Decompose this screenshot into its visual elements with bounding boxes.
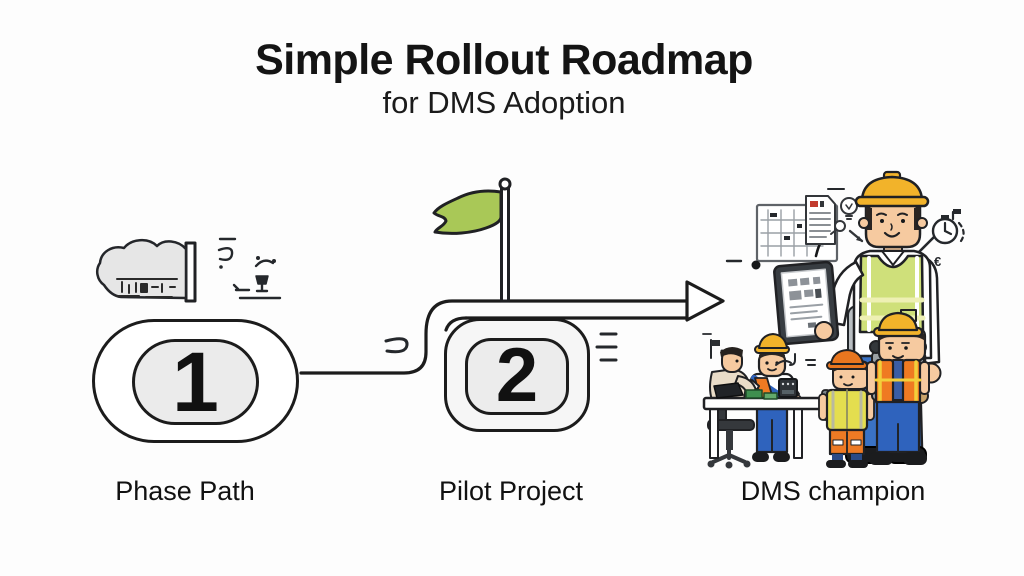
scribble-doodles <box>217 237 282 300</box>
desk-team-group <box>702 333 822 469</box>
worker-yellow-vest-figure <box>818 349 875 468</box>
page-subtitle: for DMS Adoption <box>382 85 626 120</box>
champion-hand <box>814 321 834 341</box>
magnifier-arrow-doodle-icon <box>830 220 864 243</box>
step-2-badge-inner: 2 <box>465 333 569 418</box>
step-3-label: DMS champion <box>740 476 926 506</box>
step-2-number: 2 <box>495 333 539 418</box>
document-doodle-icon <box>805 188 845 245</box>
champion-hi-vis-vest <box>858 254 925 334</box>
office-chair-base <box>707 419 755 469</box>
sketch-doodles <box>775 353 816 366</box>
step-2-badge: 2 <box>444 318 590 432</box>
step-1-number: 1 <box>172 335 219 429</box>
svg-text:€: € <box>934 254 941 269</box>
desk-equipment <box>713 378 798 400</box>
gray-scribble-flag-icon <box>95 239 197 303</box>
speed-dashes <box>595 332 618 362</box>
lightbulb-doodle-icon <box>840 197 858 220</box>
worker-orange-vest-figure <box>866 311 930 465</box>
step-1-label: Phase Path <box>115 476 255 506</box>
stopwatch-doodle-icon: € <box>911 209 965 269</box>
page-title: Simple Rollout Roadmap <box>255 36 753 84</box>
curl-doodle <box>384 337 409 354</box>
step-1-badge: 1 <box>92 319 299 443</box>
flag-scribble-text <box>116 278 178 298</box>
dash-dot-doodle <box>725 259 761 270</box>
champion-hard-hat-icon <box>854 170 930 208</box>
green-flag-icon <box>432 177 512 303</box>
flag-pole <box>184 241 197 303</box>
flag-pole <box>500 186 510 303</box>
step-1-badge-inner: 1 <box>132 339 259 425</box>
step-2-label: Pilot Project <box>438 476 584 506</box>
